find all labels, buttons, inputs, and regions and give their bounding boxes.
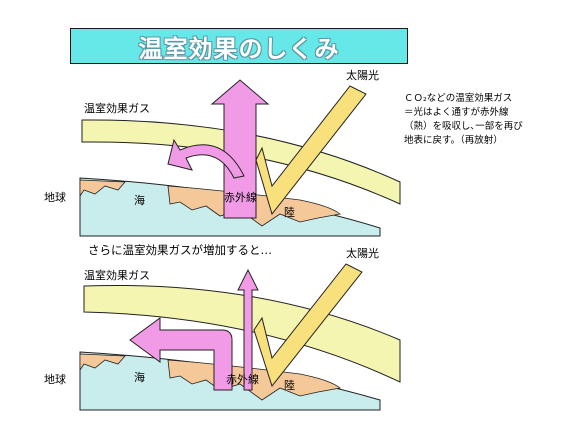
bottom-earth-label: 地球 [44,373,66,386]
bottom-sea-label: 海 [134,371,145,384]
top-sun-label: 太陽光 [346,69,379,82]
top-ir-return-arrow [167,138,245,179]
top-panel [79,79,401,237]
note-line: （熱）を吸収し､一部を再び [404,121,523,132]
explanation-note: ＣＯ₂などの温室効果ガス ＝光はよく通すが赤外線 （熱）を吸収し､一部を再び 地… [404,92,576,148]
bottom-gas-label: 温室効果ガス [84,269,150,282]
top-earth-label: 地球 [44,191,66,204]
note-line: ＣＯ₂などの温室効果ガス [404,93,513,104]
top-land-label: 陸 [284,206,295,219]
note-line: 地表に戻す。（再放射） [404,135,503,146]
bottom-land-left [79,353,126,372]
top-gas-label: 温室効果ガス [84,102,150,115]
bottom-land-label: 陸 [284,379,295,392]
top-gas-band [81,119,401,205]
top-ir-label: 赤外線 [224,191,257,204]
bottom-ir-label: 赤外線 [226,373,259,386]
bottom-panel [79,263,401,411]
note-line: ＝光はよく通すが赤外線 [404,107,509,118]
top-sunlight-beam [255,85,367,216]
bottom-sunlight-beam [253,263,363,388]
bottom-gas-band [83,284,401,383]
top-land-left [79,179,126,198]
diagram-title: 温室効果のしくみ [138,34,340,63]
bottom-sun-label: 太陽光 [346,247,379,260]
bottom-caption: さらに温室効果ガスが増加すると… [88,243,272,257]
bottom-ir-return-arrow [129,317,233,391]
top-ir-up-arrow [210,79,270,219]
title-box: 温室効果のしくみ [70,28,408,64]
top-sea-label: 海 [134,194,145,207]
bottom-ir-up-arrow [237,268,259,391]
